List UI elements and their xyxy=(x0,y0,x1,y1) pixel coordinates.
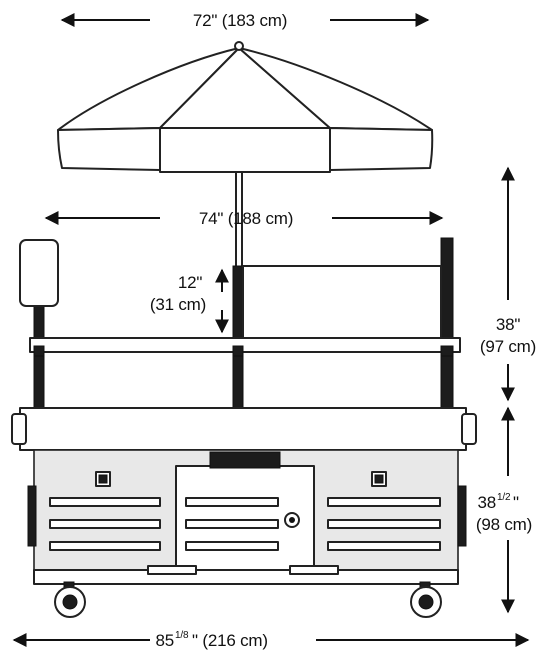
wheels xyxy=(54,581,442,618)
base-rail xyxy=(33,569,459,585)
center-well xyxy=(209,451,281,469)
bumper-right xyxy=(461,413,477,445)
side-vent-right xyxy=(457,485,467,547)
dimension-labels: 72" (183 cm) 74" (188 cm) 12" (31 cm) 38… xyxy=(150,11,536,650)
slat xyxy=(185,519,279,529)
slat xyxy=(49,497,161,507)
slat xyxy=(185,497,279,507)
umbrella-finial xyxy=(234,41,244,51)
valance-right xyxy=(329,127,434,171)
label-umbrella-width: 72" (183 cm) xyxy=(193,11,287,30)
label-base-height-suffix: " xyxy=(513,493,519,512)
label-guard-height-line2: (31 cm) xyxy=(150,295,206,314)
base-bracket-left xyxy=(147,565,197,575)
latch-right-core xyxy=(374,474,384,484)
counter-top xyxy=(19,407,467,451)
base-bracket-right xyxy=(289,565,339,575)
umbrella xyxy=(57,41,434,411)
label-overall-width-whole: 85 xyxy=(155,631,174,650)
crossbar-joint-left xyxy=(33,345,45,357)
label-upper-height-line1: 38" xyxy=(496,315,521,334)
valance-left xyxy=(57,127,161,171)
sneeze-guard-glass xyxy=(242,265,442,341)
bumper-left xyxy=(11,413,27,445)
post-right xyxy=(440,237,454,411)
sign-holder xyxy=(19,239,59,307)
dimension-lines xyxy=(12,13,530,647)
label-guard-height-line1: 12" xyxy=(178,273,203,292)
cart-body xyxy=(11,407,477,585)
latch-left-core xyxy=(98,474,108,484)
valance-center xyxy=(159,127,331,173)
slat xyxy=(327,519,441,529)
side-vent-left xyxy=(27,485,37,547)
slat xyxy=(327,541,441,551)
crossbar-joint-right xyxy=(440,345,454,357)
top-crossbar xyxy=(29,337,461,353)
upper-frame xyxy=(19,237,461,411)
slat xyxy=(185,541,279,551)
slat xyxy=(327,497,441,507)
wheel-right-hub xyxy=(418,594,434,610)
label-base-height-line2: (98 cm) xyxy=(476,515,532,534)
crossbar-joint-center xyxy=(232,345,244,357)
label-overall-width-fraction: 1/8 xyxy=(175,630,189,641)
label-upper-height-line2: (97 cm) xyxy=(480,337,536,356)
label-base-height-whole: 38 xyxy=(477,493,496,512)
canopy-panel-left xyxy=(57,47,240,131)
label-base-height-fraction: 1/2 xyxy=(497,492,511,503)
door-knob-core xyxy=(289,517,295,523)
slat xyxy=(49,541,161,551)
wheel-left-hub xyxy=(62,594,78,610)
canopy-panel-right xyxy=(238,47,433,131)
label-overall-width-rest: " (216 cm) xyxy=(192,631,268,650)
slat xyxy=(49,519,161,529)
label-top-width: 74" (188 cm) xyxy=(199,209,293,228)
